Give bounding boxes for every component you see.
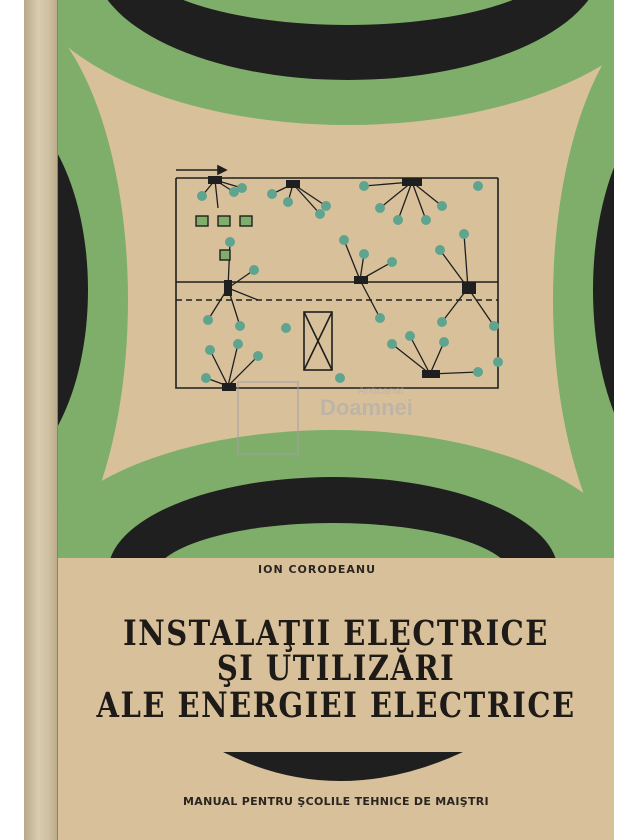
book-cover: Anticariat Doamnei ION CORODEANU INSTALA… [58, 0, 614, 840]
lamp [267, 189, 277, 199]
branch [391, 335, 479, 375]
lamp [237, 183, 247, 193]
lamp [393, 215, 403, 225]
author-name: ION CORODEANU [258, 563, 377, 576]
lamp [387, 257, 397, 267]
circuit-junctions [208, 176, 476, 391]
lamp [435, 245, 445, 255]
circuit-diagram [175, 164, 499, 389]
lamp [197, 191, 207, 201]
branch [343, 239, 393, 319]
lamp [315, 209, 325, 219]
branch [271, 183, 327, 215]
watermark-frame [237, 381, 299, 455]
top-inner-arc [183, 0, 513, 25]
circuit-lamps [197, 181, 503, 383]
lamp [225, 237, 235, 247]
lamp [281, 323, 291, 333]
bottom-crescent [223, 752, 463, 781]
title-line-3: ALE ENERGIEI ELECTRICE [96, 684, 576, 726]
lamp [321, 201, 331, 211]
lamp [339, 235, 349, 245]
right-dark-arc [593, 167, 614, 413]
branch [363, 181, 443, 221]
switch [239, 215, 253, 227]
left-green-arc [58, 33, 128, 567]
lamp [437, 201, 447, 211]
watermark-text: Doamnei [320, 395, 413, 420]
lamp [375, 203, 385, 213]
lamp [387, 339, 397, 349]
watermark-logo [237, 381, 299, 455]
title-line-2: ŞI UTILIZĂRI [216, 647, 456, 689]
lamp [493, 357, 503, 367]
lamp [437, 317, 447, 327]
watermark-small-text: Anticariat [358, 385, 404, 397]
lamp [375, 313, 385, 323]
lamp [473, 181, 483, 191]
branch [207, 241, 259, 327]
lamp [253, 351, 263, 361]
wire-outline [175, 178, 499, 389]
lamp [283, 197, 293, 207]
lower-paper-panel [58, 558, 614, 840]
lamp [335, 373, 345, 383]
panel-box [303, 311, 333, 371]
lamp [233, 339, 243, 349]
switch [195, 215, 209, 227]
lamp [205, 345, 215, 355]
junction-box [222, 383, 236, 391]
feed-arrow [217, 164, 228, 176]
branch [439, 233, 495, 327]
lamp [473, 367, 483, 377]
lamp [359, 249, 369, 259]
cover-artwork [58, 0, 614, 840]
lamp [229, 187, 239, 197]
lamp [249, 265, 259, 275]
switch [217, 215, 231, 227]
left-dark-arc [58, 154, 88, 426]
panel-cross [303, 311, 333, 371]
lamp [439, 337, 449, 347]
top-dark-arc [107, 0, 589, 80]
lamp [201, 373, 211, 383]
title-line-1: INSTALAŢII ELECTRICE [123, 612, 549, 654]
lamp [359, 181, 369, 191]
circuit-switches [195, 215, 253, 261]
lamp [405, 331, 415, 341]
lamp [459, 229, 469, 239]
switch [219, 249, 231, 261]
book-spine [24, 0, 60, 840]
branch [201, 179, 243, 209]
subtitle: MANUAL PENTRU ŞCOLILE TEHNICE DE MAIŞTRI [183, 795, 489, 808]
right-green-arc [553, 45, 614, 555]
lamp [421, 215, 431, 225]
branch [205, 343, 259, 387]
circuit-branches [201, 179, 495, 387]
lamp [235, 321, 245, 331]
lamp [203, 315, 213, 325]
lamp [489, 321, 499, 331]
